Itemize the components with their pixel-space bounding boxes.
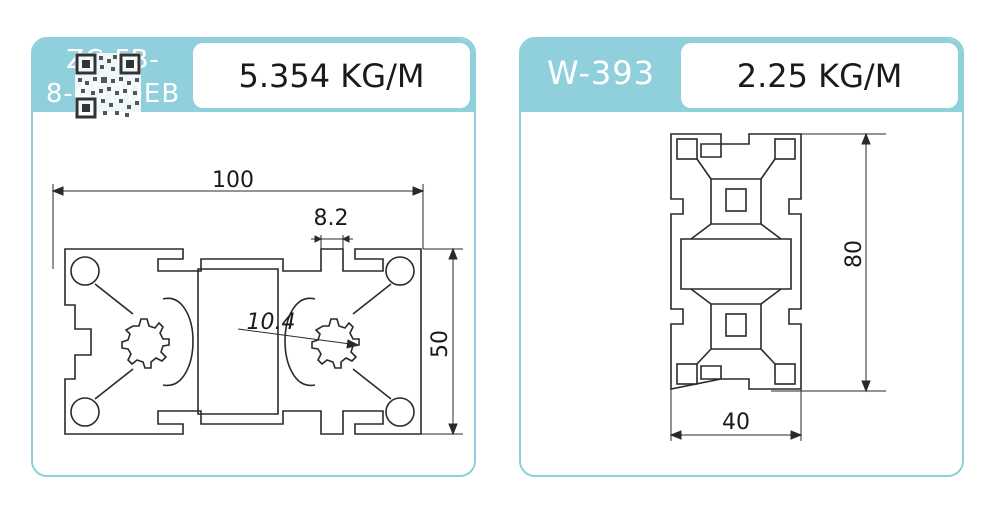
dim-slot-8-2: 8.2 — [314, 206, 349, 231]
weight-label: 2.25 KG/M — [681, 43, 958, 108]
profile-card-left: ZC-FB- 8-4590EB 5.354 KG/M — [31, 37, 476, 477]
profile-outline — [64, 248, 422, 435]
model-code: W-393 — [547, 54, 655, 92]
bore-left — [121, 318, 170, 369]
dim-height-50: 50 — [428, 330, 453, 358]
profile-drawing-40x80: 80 40 — [669, 132, 886, 441]
profile-drawing-100x50: 100 8.2 10.4 50 — [51, 168, 463, 436]
dim-width-100: 100 — [212, 168, 254, 193]
bore-right — [311, 318, 360, 369]
dim-height-80: 80 — [842, 240, 867, 268]
qr-code-watermark — [75, 53, 141, 119]
dim-width-40: 40 — [722, 410, 750, 435]
weight-label: 5.354 KG/M — [193, 43, 470, 108]
dim-bore-10-4: 10.4 — [247, 310, 296, 335]
profile-card-right: W-393 2.25 KG/M — [519, 37, 964, 477]
profile-outline — [670, 133, 802, 390]
